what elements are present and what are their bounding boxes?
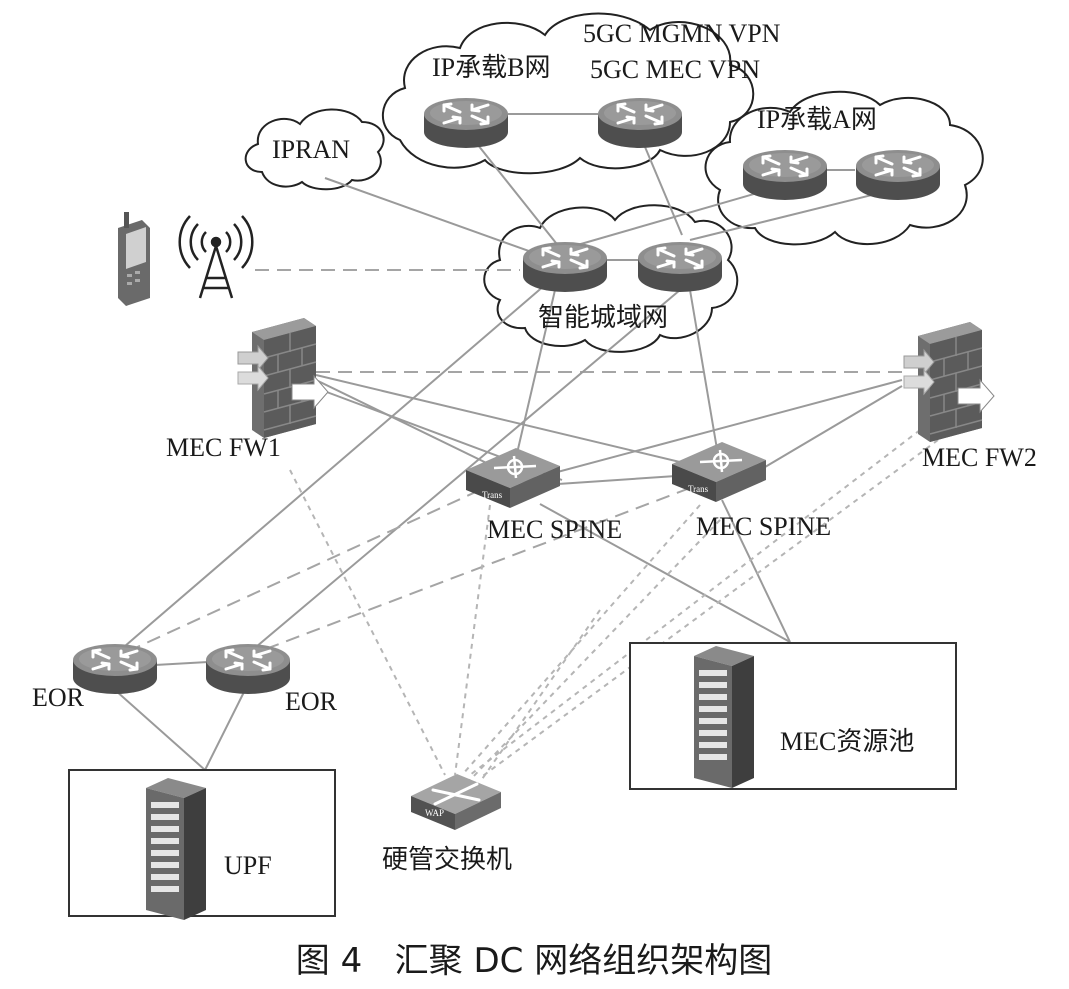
label-upf: UPF (224, 851, 272, 880)
label-ip-bearer-b: IP承载B网 (432, 53, 550, 82)
server-icon (146, 778, 206, 920)
label-eor-2: EOR (285, 687, 338, 716)
label-mec-fw1: MEC FW1 (166, 433, 281, 462)
router-icon (741, 148, 829, 202)
label-mec-fw2: MEC FW2 (922, 443, 1037, 472)
mobile-phone-icon (118, 212, 150, 306)
firewall-icon (903, 321, 995, 443)
ip-bearer-a-cloud (704, 90, 984, 246)
label-5gc-mgmn-vpn: 5GC MGMN VPN (583, 19, 781, 48)
router-icon (596, 96, 684, 150)
router-icon (204, 642, 292, 696)
switch-icon (670, 440, 768, 504)
server-icon (694, 646, 754, 788)
mec-pool-box (629, 642, 957, 790)
spine-tag: Trans (688, 484, 709, 494)
router-icon (636, 240, 724, 294)
figure-caption: 图 4 汇聚 DC 网络组织架构图 (296, 941, 772, 981)
antenna-icon (178, 215, 254, 299)
firewall-icon (237, 317, 329, 439)
label-hard-switch: 硬管交换机 (382, 845, 512, 874)
label-ipran: IPRAN (272, 135, 350, 164)
spine-tag: Trans (482, 490, 503, 500)
router-icon (422, 96, 510, 150)
smart-metro-cloud (483, 204, 739, 353)
label-mec-spine-1: MEC SPINE (487, 515, 622, 544)
label-eor-1: EOR (32, 683, 85, 712)
ipran-cloud (244, 108, 385, 191)
label-ip-bearer-a: IP承载A网 (757, 105, 877, 134)
label-smart-metro: 智能城域网 (538, 303, 668, 332)
wap-tag: WAP (425, 808, 444, 818)
links (114, 113, 939, 783)
label-5gc-mec-vpn: 5GC MEC VPN (590, 55, 760, 84)
switch-icon (409, 772, 503, 832)
router-icon (854, 148, 942, 202)
router-icon (521, 240, 609, 294)
label-mec-spine-2: MEC SPINE (696, 512, 831, 541)
label-mec-pool: MEC资源池 (780, 727, 914, 756)
router-icon (71, 642, 159, 696)
